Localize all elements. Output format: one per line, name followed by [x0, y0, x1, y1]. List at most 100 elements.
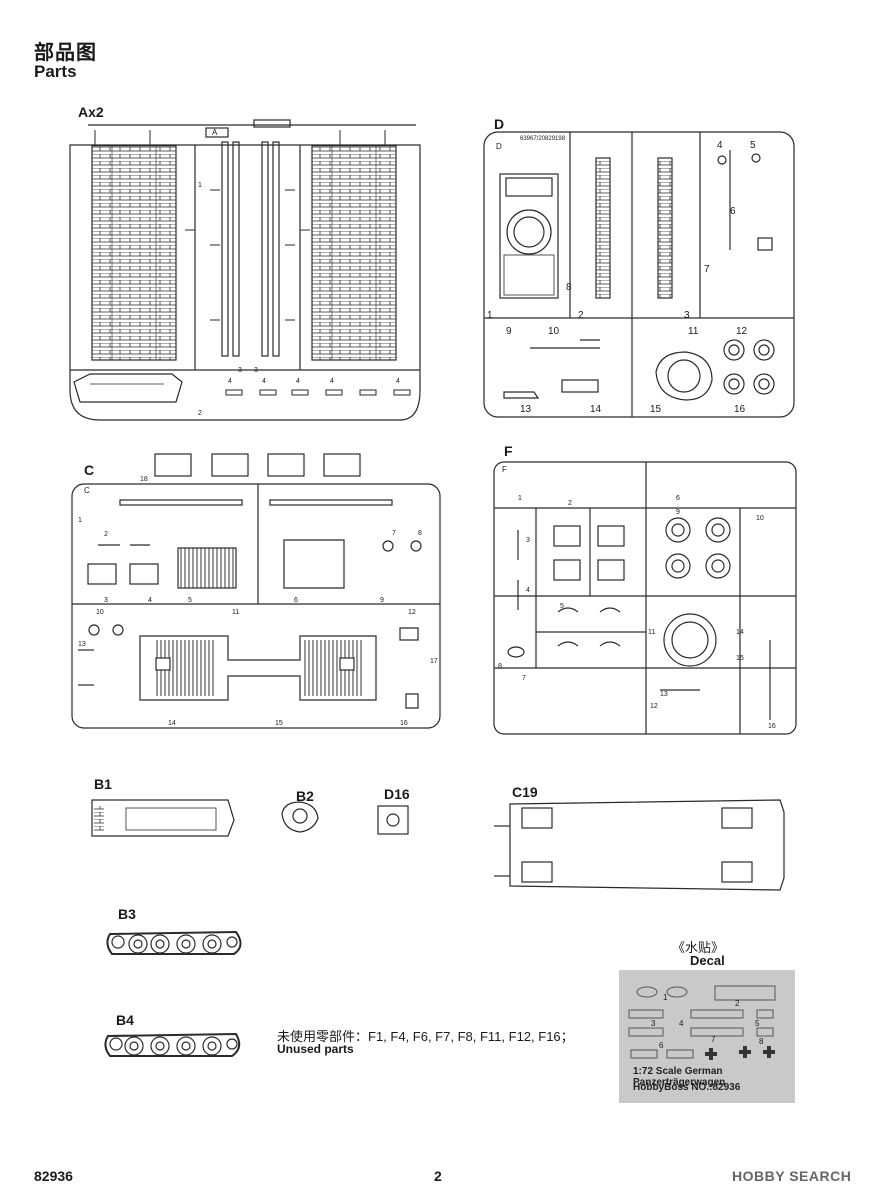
decal-caption-line1: 1:72 Scale German Panzerträgerwagen	[633, 1066, 726, 1088]
decal-markings: 1 2 3 4 5 6 7 8	[628, 985, 776, 1060]
d-num-14: 14	[590, 404, 602, 415]
c-num-2: 2	[104, 531, 108, 538]
d-num-16: 16	[734, 404, 746, 415]
unused-parts-en: Unused parts	[277, 1042, 354, 1056]
f-num-8: 8	[498, 663, 502, 670]
ax2-num-4a: 4	[228, 378, 232, 385]
decal-title-en: Decal	[690, 953, 725, 968]
d-num-15: 15	[650, 404, 662, 415]
d-num-13: 13	[520, 404, 532, 415]
d-code-label: 63967/20829198	[520, 136, 566, 142]
d-num-3: 3	[684, 310, 690, 321]
d-num-9: 9	[506, 326, 512, 337]
part-d16	[377, 805, 409, 835]
f-num-11: 11	[648, 629, 655, 636]
c-part-numbers: 1 2 3 4 5 6 7 8 9 10 11 12 13 14 15 16 1…	[78, 517, 438, 727]
part-b3-track	[106, 930, 242, 955]
ax2-num-3b: 3	[254, 367, 258, 374]
c-num-1: 1	[78, 517, 82, 524]
d-part-numbers: 1 2 3 4 5 6 7 8 9 10 11 12 13 14 15 16	[487, 140, 756, 415]
f-part-numbers: 1 2 3 4 5 6 7 8 9 10 11 12 13 14 15 16	[498, 495, 776, 730]
f-num-15: 15	[736, 655, 744, 662]
f-num-10: 10	[756, 515, 764, 522]
decal-num-3: 3	[651, 1019, 656, 1028]
f-num-9: 9	[676, 509, 680, 516]
sprue-label-f: F	[504, 443, 513, 459]
c-num-4: 4	[148, 597, 152, 604]
d-num-7: 7	[704, 264, 710, 275]
c-num-12: 12	[408, 609, 416, 616]
c-num-11: 11	[232, 609, 239, 616]
d-num-11: 11	[688, 326, 699, 337]
d-num-2: 2	[578, 310, 584, 321]
part-label-c19: C19	[512, 784, 538, 800]
decal-num-4: 4	[679, 1019, 684, 1028]
d-num-4: 4	[717, 140, 723, 151]
c-num-16: 16	[400, 720, 408, 727]
part-label-b1: B1	[94, 776, 112, 792]
decal-num-6: 6	[659, 1041, 664, 1050]
d-num-6: 6	[730, 206, 736, 217]
f-tab-label: F	[502, 465, 507, 474]
d-num-1: 1	[487, 310, 493, 321]
footer-code: 82936	[34, 1168, 73, 1184]
d-num-5: 5	[750, 140, 756, 151]
decal-title-cn: 《水贴》	[672, 940, 725, 955]
page-title-en: Parts	[34, 62, 77, 81]
f-num-14: 14	[736, 629, 744, 636]
sprue-d	[483, 131, 795, 418]
sprue-label-c: C	[84, 462, 95, 478]
part-b2-turret	[281, 801, 319, 833]
f-num-6: 6	[676, 495, 680, 502]
c-num-17: 17	[430, 658, 438, 665]
part-b4-track	[104, 1032, 241, 1057]
ax2-num-4b: 4	[262, 378, 266, 385]
part-c19-deck	[494, 799, 785, 891]
part-b1-hull	[91, 799, 235, 837]
f-num-7: 7	[522, 675, 526, 682]
ax2-tab-label: A	[212, 128, 218, 137]
unused-parts-cn: 未使用零部件：F1, F4, F6, F7, F8, F11, F12, F16…	[277, 1029, 574, 1044]
f-num-3: 3	[526, 537, 530, 544]
d-num-12: 12	[736, 326, 748, 337]
f-num-1: 1	[518, 495, 522, 502]
c-num-15: 15	[275, 720, 283, 727]
f-num-16: 16	[768, 723, 776, 730]
c-num-6: 6	[294, 597, 298, 604]
c-num-7: 7	[392, 530, 396, 537]
sprue-c	[71, 453, 441, 729]
ax2-num-1: 1	[198, 182, 202, 189]
c-num-5: 5	[188, 597, 192, 604]
ax2-num-4d: 4	[330, 378, 334, 385]
part-label-b2: B2	[296, 788, 314, 804]
footer-page-number: 2	[434, 1168, 442, 1184]
c-num-8: 8	[418, 530, 422, 537]
footer-watermark: HOBBY SEARCH	[732, 1168, 852, 1184]
page-title-cn: 部品图	[34, 42, 97, 64]
part-label-d16: D16	[384, 786, 410, 802]
decal-num-1: 1	[663, 993, 668, 1002]
sprue-label-d: D	[494, 116, 505, 132]
sprue-ax2	[69, 119, 421, 421]
part-label-b4: B4	[116, 1012, 134, 1028]
c-tab-label: C	[84, 486, 90, 495]
ax2-num-3a: 3	[238, 367, 242, 374]
c-num-3: 3	[104, 597, 108, 604]
sprue-label-ax2: Ax2	[78, 104, 104, 120]
decal-num-8: 8	[759, 1037, 764, 1046]
c-num-9: 9	[380, 597, 384, 604]
decal-num-2: 2	[735, 999, 740, 1008]
ax2-num-4c: 4	[296, 378, 300, 385]
c-num-13: 13	[78, 641, 86, 648]
ax2-part-numbers: 1 2 3 3 4 4 4 4 4	[198, 182, 400, 417]
d-tab-label: D	[496, 142, 502, 151]
f-num-12: 12	[650, 703, 658, 710]
d-num-10: 10	[548, 326, 560, 337]
f-num-13: 13	[660, 691, 668, 698]
decal-sheet: 1 2 3 4 5 6 7 8 1:72 Scale German Panzer…	[619, 970, 795, 1103]
f-num-2: 2	[568, 500, 572, 507]
f-num-4: 4	[526, 587, 530, 594]
decal-caption-line2: HobbyBoss NO.:82936	[633, 1082, 741, 1093]
c-code-label: 18	[140, 476, 148, 483]
